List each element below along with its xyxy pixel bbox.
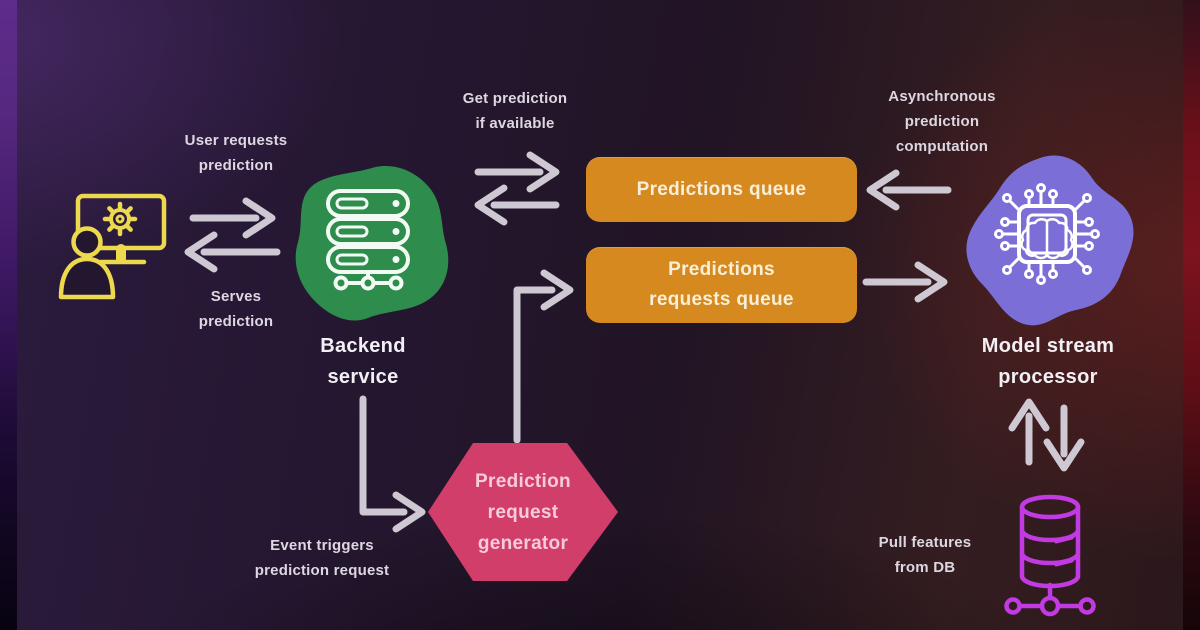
annotation-pull-features: Pull features from DB — [825, 530, 1025, 580]
node-text: request — [487, 501, 559, 523]
arrow-requests-queue-to-model — [862, 261, 948, 303]
arrow-model-to-predictions-queue — [866, 169, 952, 211]
annotation-line: User requests — [184, 132, 288, 149]
annotation-event-triggers: Event triggers prediction request — [222, 533, 422, 583]
annotation-line: Asynchronous — [888, 88, 996, 105]
node-predictions-queue: Predictions queue — [586, 157, 857, 222]
annotation-line: prediction — [198, 157, 274, 174]
node-text: requests queue — [649, 289, 794, 310]
label-line: service — [327, 366, 399, 388]
annotation-line: prediction request — [254, 562, 390, 579]
annotation-user-requests: User requests prediction — [136, 128, 336, 178]
annotation-line: Event triggers — [270, 537, 374, 554]
node-predictions-requests-queue: Predictions requests queue — [586, 247, 857, 323]
database-icon — [1004, 494, 1096, 617]
annotation-line: Pull features — [878, 534, 972, 551]
server-icon — [326, 189, 410, 291]
backend-service-label: Backend service — [263, 331, 463, 393]
arrow-backend-to-user — [184, 231, 281, 273]
user-computer-icon — [58, 193, 167, 300]
node-text: generator — [477, 532, 569, 554]
node-text: Prediction — [475, 470, 571, 492]
annotation-line: if available — [475, 115, 555, 132]
chip-brain-icon — [994, 183, 1100, 285]
annotation-get-prediction: Get prediction if available — [415, 86, 615, 136]
annotation-serves-prediction: Serves prediction — [136, 284, 336, 334]
arrow-model-to-db-down — [1043, 404, 1085, 472]
annotation-line: Get prediction — [462, 90, 568, 107]
annotation-line: prediction — [198, 313, 274, 330]
arrow-backend-to-generator — [359, 395, 426, 533]
label-line: processor — [998, 366, 1098, 388]
arrow-user-to-backend — [189, 197, 276, 239]
left-edge-gradient — [0, 0, 17, 630]
annotation-line: computation — [895, 138, 989, 155]
annotation-line: Serves — [210, 288, 262, 305]
brain-glyph — [1020, 218, 1074, 260]
model-stream-processor-label: Model stream processor — [948, 331, 1148, 393]
arrow-queue-to-backend — [474, 184, 560, 226]
right-edge-gradient — [1183, 0, 1200, 630]
label-line: Backend — [320, 335, 406, 357]
arrow-generator-to-requests-queue — [513, 269, 574, 444]
model-processor-blob — [966, 155, 1134, 326]
arrow-model-to-db-up — [1008, 398, 1050, 466]
annotation-line: from DB — [894, 559, 956, 576]
annotation-line: prediction — [904, 113, 980, 130]
arrow-backend-to-queue — [474, 151, 560, 193]
annotation-async-computation: Asynchronous prediction computation — [842, 84, 1042, 159]
label-line: Model stream — [981, 335, 1115, 357]
gear-icon — [102, 201, 138, 237]
node-text: Predictions — [668, 259, 775, 280]
node-text: Predictions queue — [636, 178, 807, 200]
